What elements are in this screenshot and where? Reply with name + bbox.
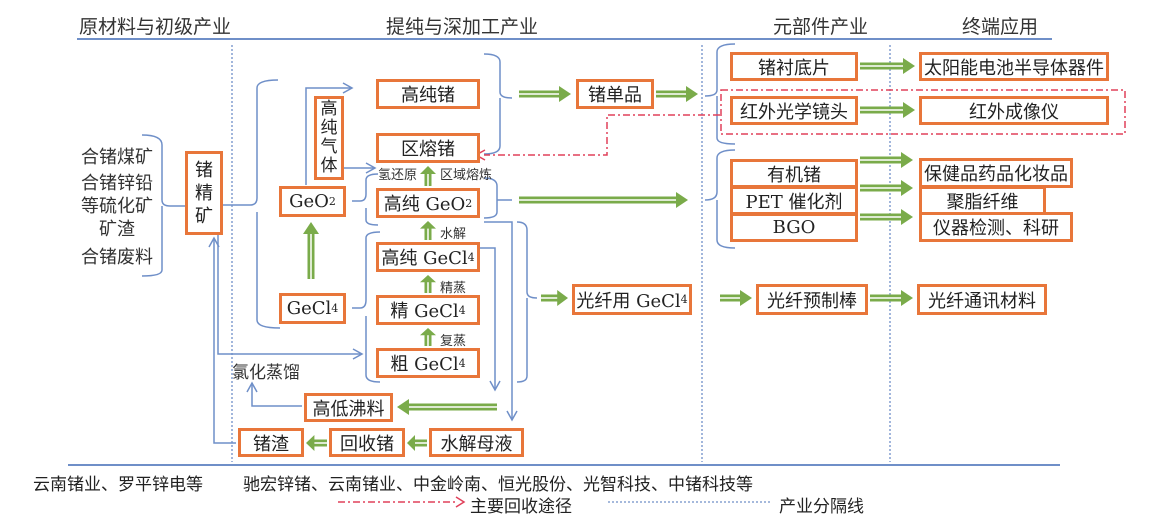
label-zone-melting: 区域熔炼: [440, 168, 493, 183]
ir-imager-box: 红外成像仪: [919, 96, 1109, 125]
label-rectification: 精蒸: [440, 281, 467, 296]
ir-recovery-frame: [720, 89, 1126, 135]
ge-residue-box: 锗渣: [238, 428, 304, 457]
subscript: 4: [467, 250, 475, 264]
label: 高纯 GeO: [383, 194, 466, 215]
geo2-bracket: [352, 173, 379, 226]
ir-lens-box: 红外光学镜头: [730, 96, 858, 125]
raw-item: 合锗废料: [81, 247, 153, 268]
health-pharma-box: 保健品药品化妆品: [919, 158, 1073, 188]
raw-item: 合锗煤矿: [81, 147, 153, 168]
subscript: 4: [458, 356, 466, 370]
gecl4-down-line: [480, 247, 501, 392]
raw-bracket: [141, 134, 185, 277]
label-char: 精: [195, 182, 213, 204]
hydrolysis-liquor-box: 水解母液: [429, 428, 524, 457]
companies-raw: 云南锗业、罗平锌电等: [33, 475, 203, 495]
instrument-research-box: 仪器检测、科研: [919, 212, 1073, 242]
organic-ge-box: 有机锗: [730, 159, 858, 188]
subscript: 4: [331, 302, 339, 315]
header-component: 元部件产业: [773, 16, 869, 38]
concentrate-return-line: [208, 236, 236, 444]
polyester-fiber-box: 聚脂纤维: [919, 186, 1046, 215]
fiber-bracket: [516, 221, 538, 383]
label-chlorination: 氯化蒸馏: [232, 363, 300, 383]
ge-concentrate-box: 锗 精 矿: [185, 151, 223, 235]
fiber-preform-box: 光纤预制棒: [756, 284, 868, 315]
label-char: 体: [320, 156, 338, 176]
chlorination-loop: [217, 235, 364, 360]
legend-recovery-label: 主要回收途径: [470, 497, 572, 517]
companies-refine: 驰宏锌锗、云南锗业、中金岭南、恒光股份、光智科技、中锗科技等: [243, 475, 753, 495]
solar-semi-box: 太阳能电池半导体器件: [919, 52, 1109, 81]
label: 高纯 GeCl: [381, 248, 468, 269]
header-refine: 提纯与深加工产业: [386, 16, 539, 38]
high-purity-ge-box: 高纯锗: [376, 79, 480, 109]
subscript: 4: [458, 303, 466, 317]
green-arrows: [303, 58, 915, 451]
label-char: 锗: [195, 159, 213, 181]
concentrate-bracket: [222, 79, 281, 329]
label-char: 高: [320, 99, 338, 119]
bgo-box: BGO: [730, 213, 858, 242]
raw-item: 矿渣: [99, 219, 135, 240]
header-terminal: 终端应用: [962, 16, 1039, 38]
high-purity-gas-box: 高 纯 气 体: [314, 96, 344, 180]
label-char: 纯: [320, 118, 338, 138]
raw-item: 等硫化矿: [81, 196, 153, 217]
high-purity-geo2-bracket: [483, 177, 512, 219]
zone-ge-box: 区熔锗: [376, 133, 480, 163]
boiling-to-chlorination-line: [246, 381, 302, 407]
component-bracket-bottom: [704, 149, 736, 249]
label: GeCl: [286, 298, 332, 319]
fiber-comm-box: 光纤通讯材料: [917, 284, 1047, 315]
pet-catalyst-box: PET 催化剂: [730, 186, 858, 215]
header-raw: 原材料与初级产业: [79, 16, 232, 38]
ge-single-crystal-box: 锗单品: [576, 79, 654, 109]
subscript: 4: [680, 293, 688, 306]
recovery-path-line: [474, 114, 720, 161]
label: GeO: [289, 191, 329, 212]
ge-substrate-box: 锗衬底片: [730, 52, 858, 81]
geo2-to-gas-line: [305, 82, 354, 185]
recovered-ge-box: 回收锗: [329, 428, 405, 457]
subscript: 2: [465, 196, 473, 210]
gecl4-bracket: [352, 231, 381, 383]
geo2-down-line: [484, 221, 518, 422]
component-bracket-top: [704, 43, 736, 145]
label-hydrolysis: 水解: [440, 227, 467, 242]
label: 光纤用 GeCl: [576, 290, 681, 312]
legend-divider-label: 产业分隔线: [779, 497, 864, 517]
label: 精 GeCl: [390, 301, 459, 322]
ge-bracket: [483, 53, 513, 155]
high-low-boiling-box: 高低沸料: [304, 393, 393, 422]
label-redistill: 复蒸: [440, 334, 467, 349]
label: 粗 GeCl: [390, 354, 459, 375]
subscript: 2: [328, 195, 336, 208]
label-char: 气: [320, 137, 338, 157]
label-char: 矿: [195, 205, 213, 227]
raw-item: 合锗锌铅: [81, 173, 153, 194]
label-h2-reduction: 氢还原: [378, 168, 418, 183]
